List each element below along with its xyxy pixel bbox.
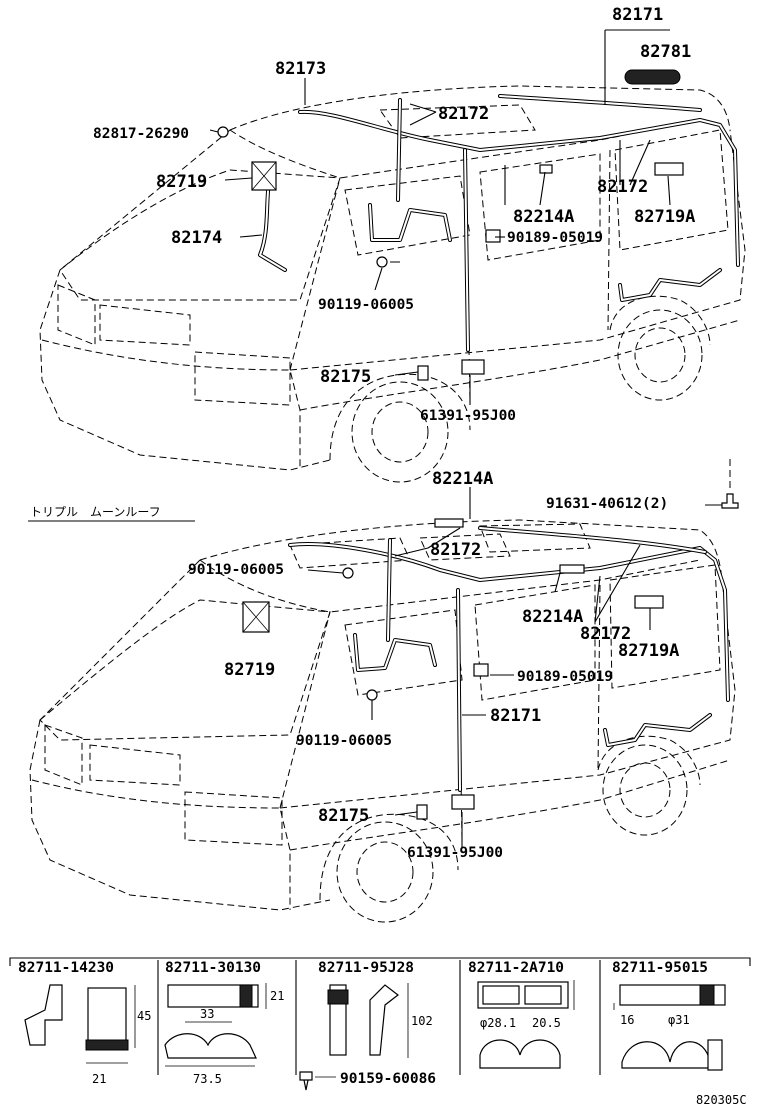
- clamp-82711-14230-front: [87, 987, 127, 1045]
- label-82172-top-b: 82172: [597, 177, 648, 197]
- top-van-illustration: [39, 29, 746, 483]
- figure-code: 820305C: [696, 1093, 747, 1107]
- label-82172-bottom-b: 82172: [580, 624, 631, 644]
- top-view-labels: 82171 82781 82173 82172 82817-26290 8271…: [93, 5, 695, 424]
- label-82173-top: 82173: [275, 59, 326, 79]
- label-82171-top: 82171: [612, 5, 663, 25]
- clamp-82711-30130-label: 82711-30130: [165, 960, 261, 976]
- clamp-82711-14230-side: [24, 984, 63, 1046]
- clamp-82711-30130-dim-21: 21: [270, 989, 284, 1003]
- label-90119-06005-bottom-b: 90119-06005: [296, 733, 392, 749]
- label-90119-06005-bottom-a: 90119-06005: [188, 562, 284, 578]
- clamp-82711-14230-label: 82711-14230: [18, 960, 114, 976]
- screw-90159-60086: [299, 1071, 313, 1091]
- clamp-82711-2a710-dim-28-1: φ28.1: [480, 1016, 516, 1030]
- section-title-triple-moonroof: トリプル ムーンルーフ: [30, 505, 161, 519]
- clamp-detail-panel: 82711-14230 45 21 82711-30130 21 33 73.5…: [9, 957, 751, 1091]
- clamp-82711-2a710-label: 82711-2A710: [468, 960, 564, 976]
- label-90189-05019-bottom: 90189-05019: [517, 669, 613, 685]
- clamp-82711-14230-dim-21: 21: [92, 1072, 106, 1086]
- clamp-82711-30130-dim-33: 33: [200, 1007, 214, 1021]
- clamp-82711-30130-top: [167, 984, 259, 1008]
- screw-90159-60086-label: 90159-60086: [340, 1071, 436, 1087]
- clamp-82711-95015-dim-16: 16: [620, 1013, 634, 1027]
- clamp-82711-30130-dim-73-5: 73.5: [193, 1072, 222, 1086]
- clamp-82711-95015-profile: [621, 1041, 711, 1069]
- label-82175-bottom: 82175: [318, 806, 369, 826]
- label-82214a-bottom-a: 82214A: [432, 469, 493, 489]
- label-90119-06005-top: 90119-06005: [318, 297, 414, 313]
- label-61391-95j00-top: 61391-95J00: [420, 408, 516, 424]
- label-82214a-bottom-b: 82214A: [522, 607, 583, 627]
- label-82175-top: 82175: [320, 367, 371, 387]
- clamp-82711-14230-dim-45: 45: [137, 1009, 151, 1023]
- clamp-82711-30130-profile: [164, 1033, 257, 1059]
- label-82172-bottom-a: 82172: [430, 540, 481, 560]
- label-90189-05019-top: 90189-05019: [507, 230, 603, 246]
- label-82719-bottom: 82719: [224, 660, 275, 680]
- label-82172-top-a: 82172: [438, 104, 489, 124]
- bottom-view-labels: 82214A 91631-40612(2) 82172 90119-06005 …: [188, 469, 679, 861]
- label-82719a-top: 82719A: [634, 207, 695, 227]
- clamp-82711-2a710-profile: [479, 1039, 561, 1069]
- label-82174-top: 82174: [171, 228, 222, 248]
- label-82171-bottom: 82171: [490, 706, 541, 726]
- clamp-82711-95015-label: 82711-95015: [612, 960, 708, 976]
- label-82719a-bottom: 82719A: [618, 641, 679, 661]
- label-82781-top: 82781: [640, 42, 691, 62]
- label-82214a-top: 82214A: [513, 207, 574, 227]
- clamp-82711-95015-dim-31: φ31: [668, 1013, 690, 1027]
- label-82817-26290: 82817-26290: [93, 126, 189, 142]
- label-61391-95j00-bottom: 61391-95J00: [407, 845, 503, 861]
- clamp-82711-2a710-dim-20-5: 20.5: [532, 1016, 561, 1030]
- grommet-82781: [624, 69, 681, 85]
- clamp-82711-95j28-dim-102: 102: [411, 1014, 433, 1028]
- bottom-van-illustration: [29, 459, 739, 923]
- label-91631-40612: 91631-40612(2): [546, 496, 668, 512]
- label-82719-top: 82719: [156, 172, 207, 192]
- clamp-82711-95015-top: [619, 984, 726, 1006]
- clamp-82711-95j28-side: [369, 984, 399, 1056]
- clamp-82711-95j28-label: 82711-95J28: [318, 960, 414, 976]
